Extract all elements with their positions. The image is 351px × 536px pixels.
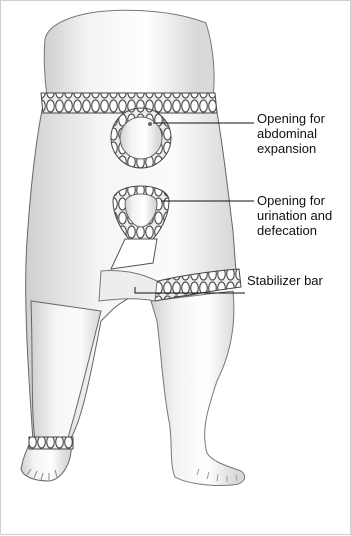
torso-skin [44,10,214,96]
left-ankle-cuff [29,437,73,449]
right-leg-skin [151,291,245,486]
label-urination-opening: Opening for urination and defecation [257,193,332,238]
label-abdominal-opening: Opening for abdominal expansion [257,111,325,156]
label-stabilizer-bar: Stabilizer bar [247,273,323,288]
